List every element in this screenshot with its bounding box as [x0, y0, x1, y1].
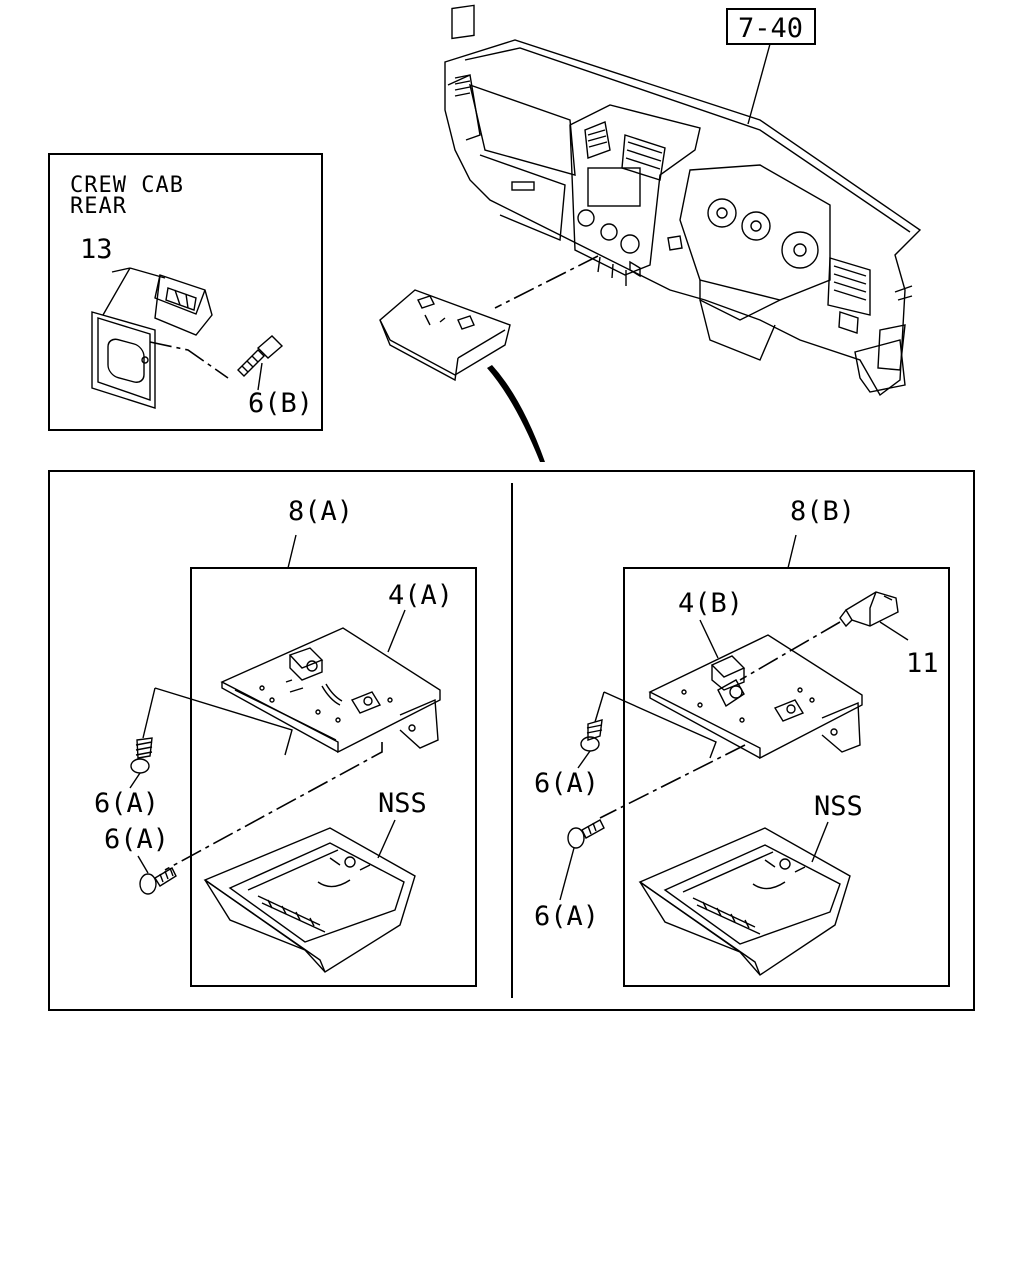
inset-title-line1: CREW CAB — [70, 173, 184, 198]
reference-box[interactable]: 7-40 — [726, 8, 816, 45]
right-nss-label[interactable]: NSS — [814, 791, 863, 822]
part-label-13[interactable]: 13 — [80, 234, 113, 265]
right-screw2-label[interactable]: 6(A) — [534, 901, 599, 932]
left-part4-label[interactable]: 4(A) — [388, 580, 453, 611]
left-screw2-label[interactable]: 6(A) — [104, 824, 169, 855]
detail-frame — [48, 470, 975, 1011]
left-group-label[interactable]: 8(A) — [288, 496, 353, 527]
reference-label: 7-40 — [738, 13, 803, 44]
dashboard-illustration — [444, 4, 922, 397]
ashtray-overview — [379, 289, 511, 382]
left-screw1-label[interactable]: 6(A) — [94, 788, 159, 819]
reference-leader — [747, 43, 771, 125]
left-panel-8a: 8(A) 4(A) 6(A) 6(A) — [94, 496, 477, 987]
right-panel-8b: 8(B) 4(B) 11 — [534, 496, 950, 987]
inset-title-line2: REAR — [70, 194, 127, 219]
zoom-arrow — [487, 365, 545, 462]
right-group-label[interactable]: 8(B) — [790, 496, 855, 527]
right-part11-label[interactable]: 11 — [906, 648, 939, 679]
inset-crew-cab-rear: CREW CAB REAR 13 6(B) — [48, 153, 323, 431]
location-leader — [494, 255, 599, 309]
part-label-6b[interactable]: 6(B) — [248, 388, 313, 419]
right-screw1-label[interactable]: 6(A) — [534, 768, 599, 799]
left-nss-label[interactable]: NSS — [378, 788, 427, 819]
right-part4-label[interactable]: 4(B) — [678, 588, 743, 619]
